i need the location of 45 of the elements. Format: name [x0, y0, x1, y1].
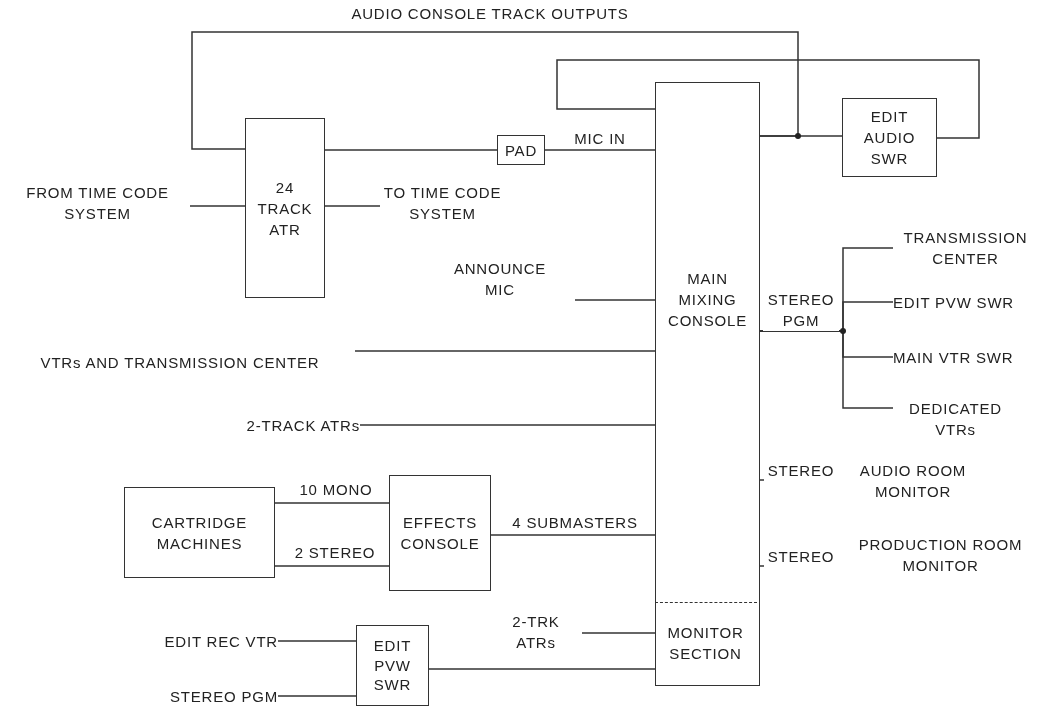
- connector-line: [324, 205, 381, 207]
- block-box: [655, 82, 760, 686]
- connector-line: [428, 668, 656, 670]
- connector-line: [191, 31, 799, 150]
- signal-label: STEREO PGM: [170, 686, 278, 707]
- connector-line: [354, 350, 656, 352]
- signal-label: EDIT REC VTR: [164, 631, 278, 652]
- signal-label: TRANSMISSION CENTER: [902, 228, 1029, 269]
- connector-line: [277, 640, 357, 642]
- block-box: [245, 118, 325, 298]
- block-box: [389, 475, 491, 591]
- connector-line: [556, 59, 980, 139]
- block-label: EDIT PVW SWR: [372, 636, 413, 695]
- signal-label: MAIN VTR SWR: [893, 347, 1014, 368]
- connector-line: [581, 632, 656, 634]
- block-label: MAIN MIXING CONSOLE: [667, 269, 748, 331]
- connector-line: [277, 695, 357, 697]
- signal-label: EDIT PVW SWR: [893, 292, 1014, 313]
- block-label: 24 TRACK ATR: [256, 177, 314, 240]
- block-box: [842, 98, 937, 177]
- signal-label: 2-TRK ATRs: [511, 612, 561, 653]
- signal-label: AUDIO ROOM MONITOR: [858, 461, 968, 502]
- block-label: PAD: [504, 140, 538, 161]
- signal-label: FROM TIME CODE SYSTEM: [25, 183, 170, 224]
- block-box: [497, 135, 545, 165]
- connector-line: [544, 149, 656, 151]
- connector-line: [274, 502, 390, 504]
- connector-line: [324, 149, 498, 151]
- block-box: [356, 625, 429, 706]
- connector-line: [574, 299, 656, 301]
- block-label: CARTRIDGE MACHINES: [150, 512, 249, 554]
- connector-line: [189, 205, 246, 207]
- signal-label: PRODUCTION ROOM MONITOR: [857, 535, 1024, 576]
- connector-line: [359, 424, 656, 426]
- block-label: EFFECTS CONSOLE: [399, 513, 481, 554]
- signal-label: VTRs AND TRANSMISSION CENTER: [40, 352, 320, 373]
- signal-label: DEDICATED VTRs: [908, 399, 1003, 440]
- block-box: [124, 487, 275, 578]
- connector-line: [274, 565, 390, 567]
- signal-label: 2-TRACK ATRs: [246, 415, 360, 436]
- block-label: EDIT AUDIO SWR: [862, 107, 917, 169]
- signal-label: ANNOUNCE MIC: [452, 259, 548, 300]
- block-label: MONITOR SECTION: [666, 623, 745, 665]
- connector-line: [490, 534, 656, 536]
- signal-label: TO TIME CODE SYSTEM: [382, 183, 503, 224]
